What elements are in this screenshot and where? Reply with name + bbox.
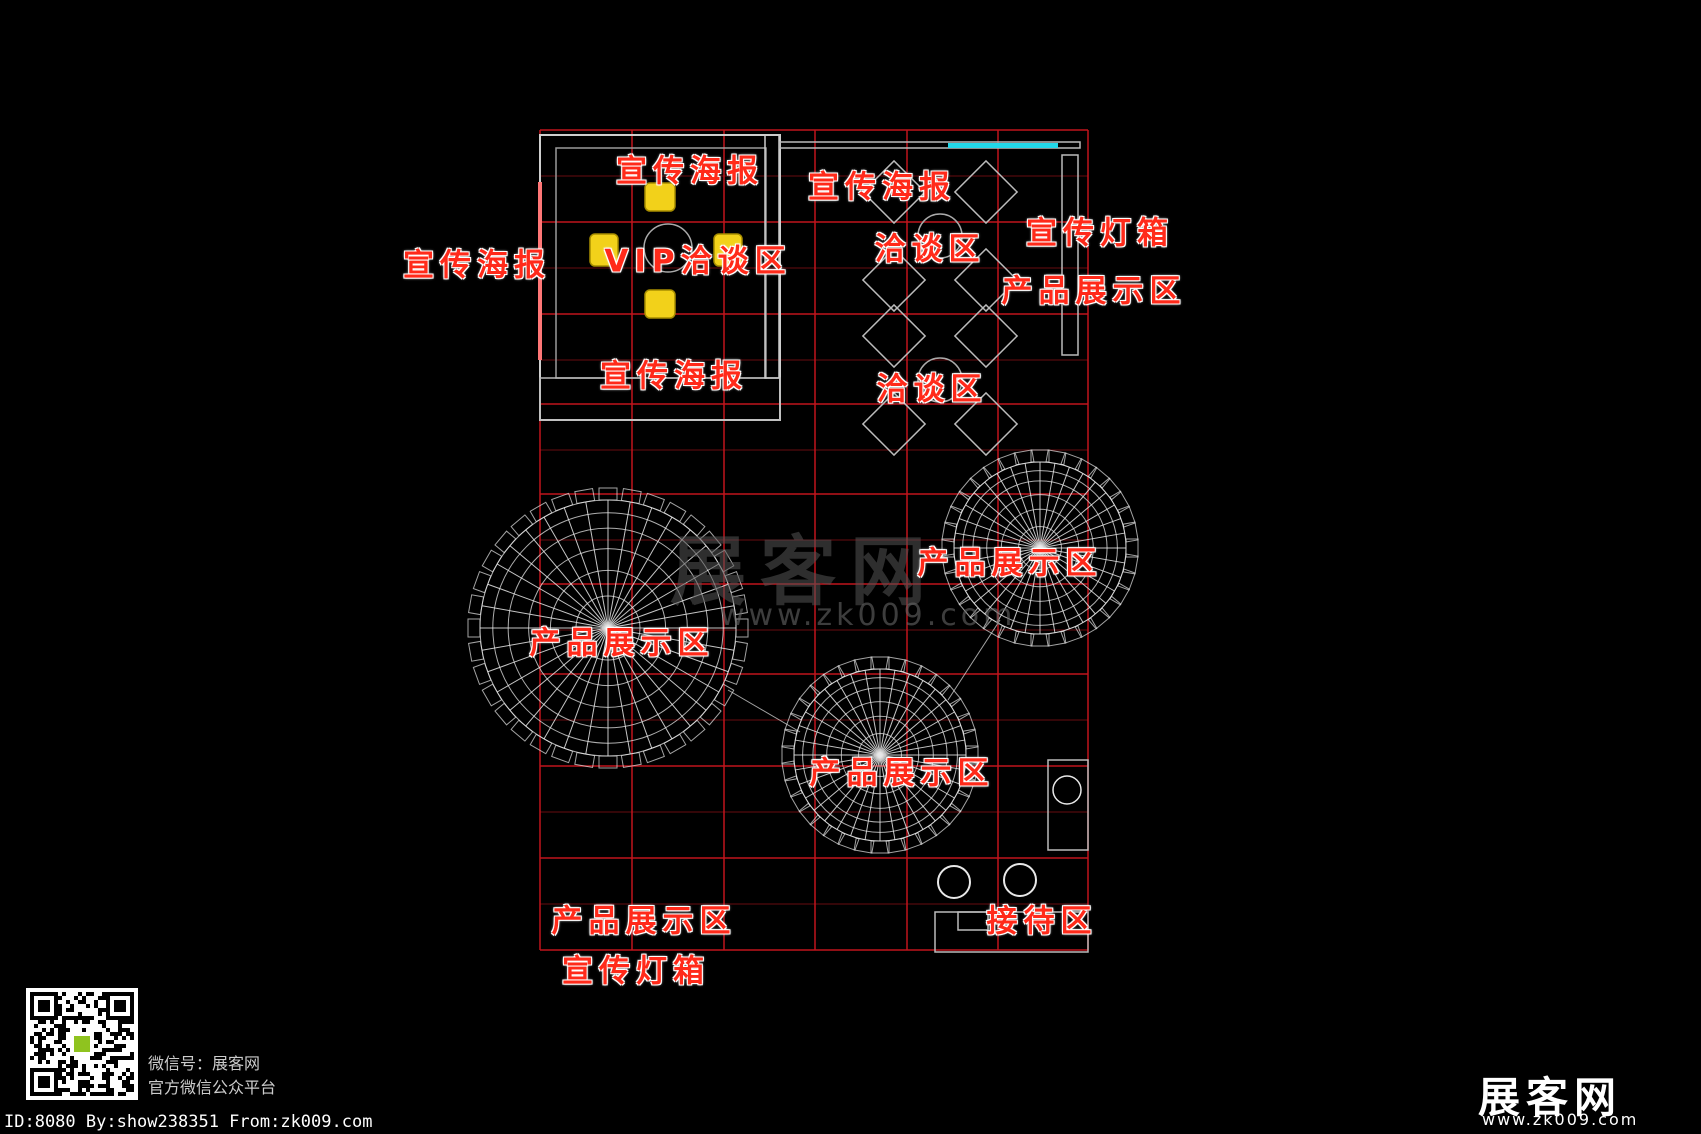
label-reception: 接待区 (986, 903, 1098, 940)
display-domes (467, 449, 1139, 854)
label-poster-left: 宣传海报 (403, 247, 551, 284)
label-lightbox-top: 宣传灯箱 (1026, 215, 1174, 252)
watermark-text: 展客网 (670, 527, 940, 616)
label-negotiation-1: 洽谈区 (874, 231, 986, 268)
red-grid (539, 129, 1089, 951)
label-product-bottom: 产品展示区 (551, 903, 737, 940)
negotiation-table-2 (861, 303, 1019, 457)
label-lightbox-bottom: 宣传灯箱 (562, 953, 710, 990)
footer-id-line: ID:8080 By:show238351 From:zk009.com (4, 1112, 373, 1132)
label-product-right-mid: 产品展示区 (917, 545, 1103, 582)
wechat-desc: 官方微信公众平台 (148, 1078, 277, 1097)
negotiation-table-1 (861, 159, 1019, 313)
label-product-right-top: 产品展示区 (1001, 273, 1187, 310)
qr-code (26, 988, 138, 1100)
wechat-id: 微信号：展客网 (148, 1054, 261, 1073)
booth-walls (538, 134, 1089, 953)
label-poster-top-mid: 宣传海报 (808, 169, 956, 206)
watermark-url: www.zk009.com (720, 598, 1017, 633)
site-logo-url: www.zk009.com (1482, 1110, 1639, 1129)
label-vip-negotiation: VIP洽谈区 (604, 243, 792, 280)
qr-code-pattern (30, 992, 134, 1096)
label-poster-bottom: 宣传海报 (600, 358, 748, 395)
label-poster-top-left: 宣传海报 (616, 153, 764, 190)
label-negotiation-2: 洽谈区 (876, 371, 988, 408)
site-logo: 展客网 (1478, 1073, 1623, 1122)
furniture (467, 159, 1139, 899)
label-product-center: 产品展示区 (809, 755, 995, 792)
vip-chairs (589, 182, 743, 319)
label-product-left: 产品展示区 (529, 625, 715, 662)
